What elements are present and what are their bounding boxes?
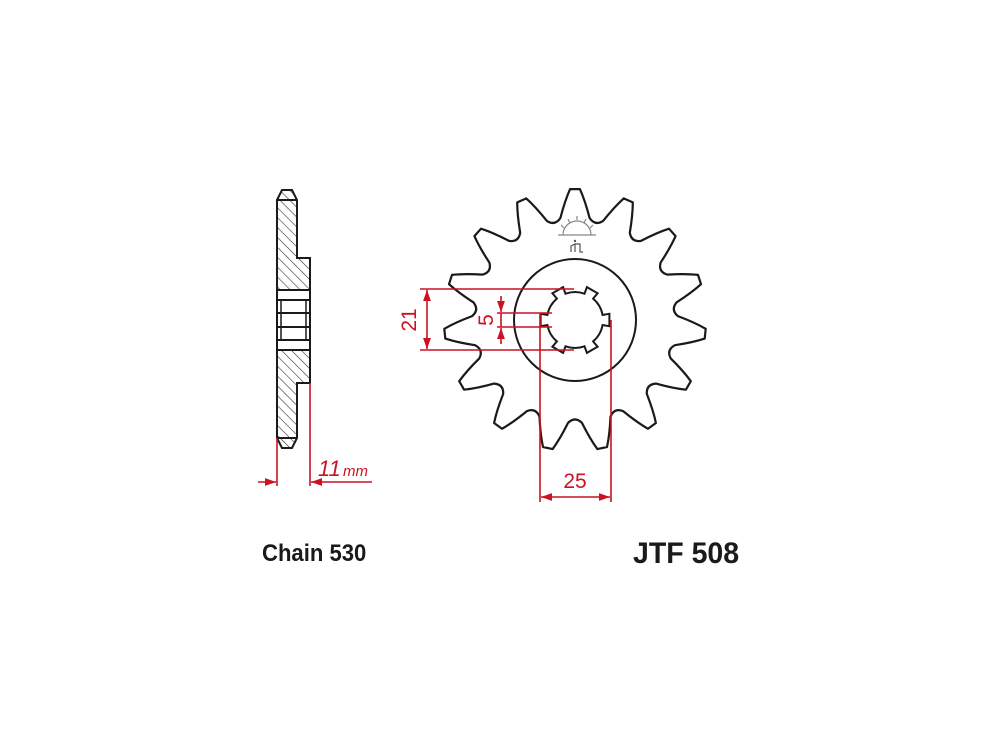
side-view: 11 mm bbox=[258, 189, 372, 486]
side-lower-section bbox=[276, 349, 311, 449]
side-bore bbox=[276, 290, 311, 350]
brand-logo-icon bbox=[558, 216, 596, 253]
front-view: 21 5 25 bbox=[398, 188, 707, 502]
spline-dimension bbox=[497, 296, 552, 344]
side-upper-section bbox=[276, 189, 311, 291]
spline-bore bbox=[539, 285, 611, 355]
part-number-label: JTF 508 bbox=[633, 537, 740, 570]
height-dimension bbox=[420, 288, 574, 351]
hub-circle bbox=[513, 258, 637, 382]
bore-width-dimension bbox=[539, 313, 612, 502]
width-dimension-value: 11 bbox=[318, 456, 341, 481]
sprocket-outline bbox=[443, 188, 707, 451]
width-dimension-unit: mm bbox=[343, 463, 368, 480]
bore-width-dimension-value: 25 bbox=[563, 470, 586, 493]
spline-dimension-value: 5 bbox=[475, 314, 498, 326]
width-dimension bbox=[258, 383, 372, 486]
chain-size-label: Chain 530 bbox=[262, 540, 367, 567]
height-dimension-value: 21 bbox=[398, 308, 421, 331]
